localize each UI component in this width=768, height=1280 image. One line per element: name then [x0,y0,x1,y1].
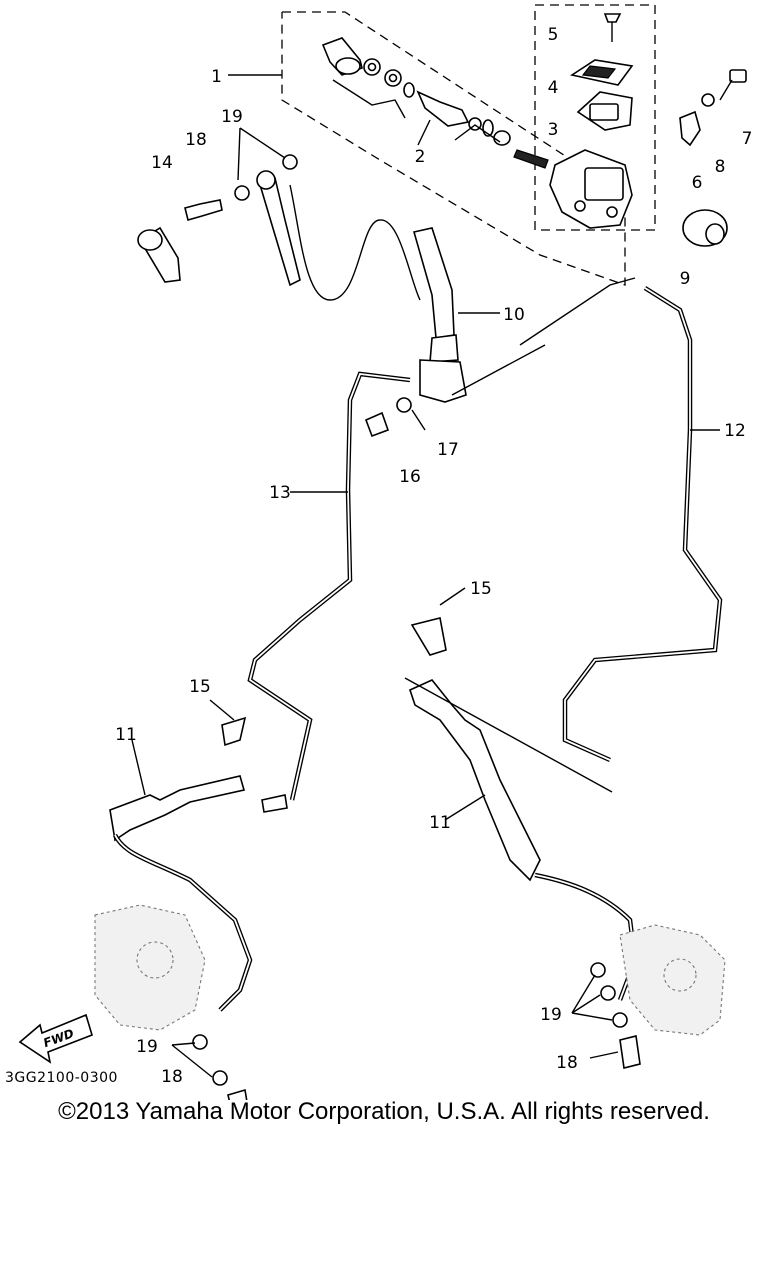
bolt-7 [719,69,747,101]
hose-clip-15-right [404,587,613,793]
master-cylinder-kit-boundary [281,11,626,286]
callout-11-left: 11 [115,725,137,745]
reservoir-cap [569,59,634,86]
copyright-notice: ©2013 Yamaha Motor Corporation, U.S.A. A… [58,1098,710,1125]
hose-clip-15-left [209,699,247,747]
callout-15-right: 15 [470,579,492,599]
callout-4: 4 [548,78,559,98]
diagram-code: 3GG2100-0300 [5,1070,118,1086]
callout-18-bottom-right: 18 [556,1053,578,1073]
cap-screw [603,13,622,42]
callout-labels: 1 2 3 4 5 6 7 8 9 10 11 11 12 13 14 15 1… [115,25,752,1087]
callout-11-right: 11 [429,813,451,833]
left-brake-caliper [94,904,206,1031]
callout-19-bottom-left: 19 [136,1037,158,1057]
brake-pipe-13 [247,371,411,801]
left-bleeder-18 [227,1088,248,1100]
callout-17: 17 [437,440,459,460]
callout-14: 14 [151,153,173,173]
callout-1: 1 [211,67,222,87]
union-bolt-18 [184,199,223,221]
fitting-left [261,794,288,813]
callout-3: 3 [548,120,559,140]
callout-15-left: 15 [189,677,211,697]
right-caliper-washers-19 [571,962,628,1028]
joint-bolt-16 [364,411,390,438]
right-bleeder-18 [589,1035,641,1069]
callout-13: 13 [269,483,291,503]
union-bolt-washers-19 [234,127,298,201]
bracket-clamp [679,110,701,147]
callout-19-bottom-right: 19 [540,1005,562,1025]
brake-hose-11-left [109,739,253,1012]
callout-10: 10 [503,305,525,325]
callout-19-top: 19 [221,107,243,127]
fwd-arrow-icon [18,1013,93,1064]
brake-hose-10 [289,184,500,403]
piston-kit-parts [321,37,549,169]
hose-end-fitting [256,170,301,287]
callout-6: 6 [692,173,703,193]
brake-joint [451,277,636,396]
callout-16: 16 [399,467,421,487]
dust-cover-14 [137,226,181,283]
washer-8 [701,93,715,107]
left-caliper-washers-19 [171,1034,228,1086]
leader-lines [228,74,501,146]
callout-9: 9 [680,269,691,289]
reservoir-cap-boundary [534,4,656,231]
right-brake-caliper [619,924,726,1036]
callout-5: 5 [548,25,559,45]
callout-2: 2 [415,147,426,167]
callout-18-bottom-left: 18 [161,1067,183,1087]
callout-12: 12 [724,421,746,441]
rubber-boot-9 [682,209,728,247]
callout-8: 8 [715,157,726,177]
callout-7: 7 [742,129,753,149]
joint-washer-17 [396,397,426,431]
brake-pipe-12 [562,286,723,763]
diaphragm [576,91,633,131]
brake-hose-11-right [409,679,638,1001]
callout-18-top: 18 [185,130,207,150]
master-cylinder-body [549,149,633,229]
brake-system-exploded-diagram: 1 2 3 4 5 6 7 8 9 10 11 11 12 13 14 15 1… [5,4,752,1100]
